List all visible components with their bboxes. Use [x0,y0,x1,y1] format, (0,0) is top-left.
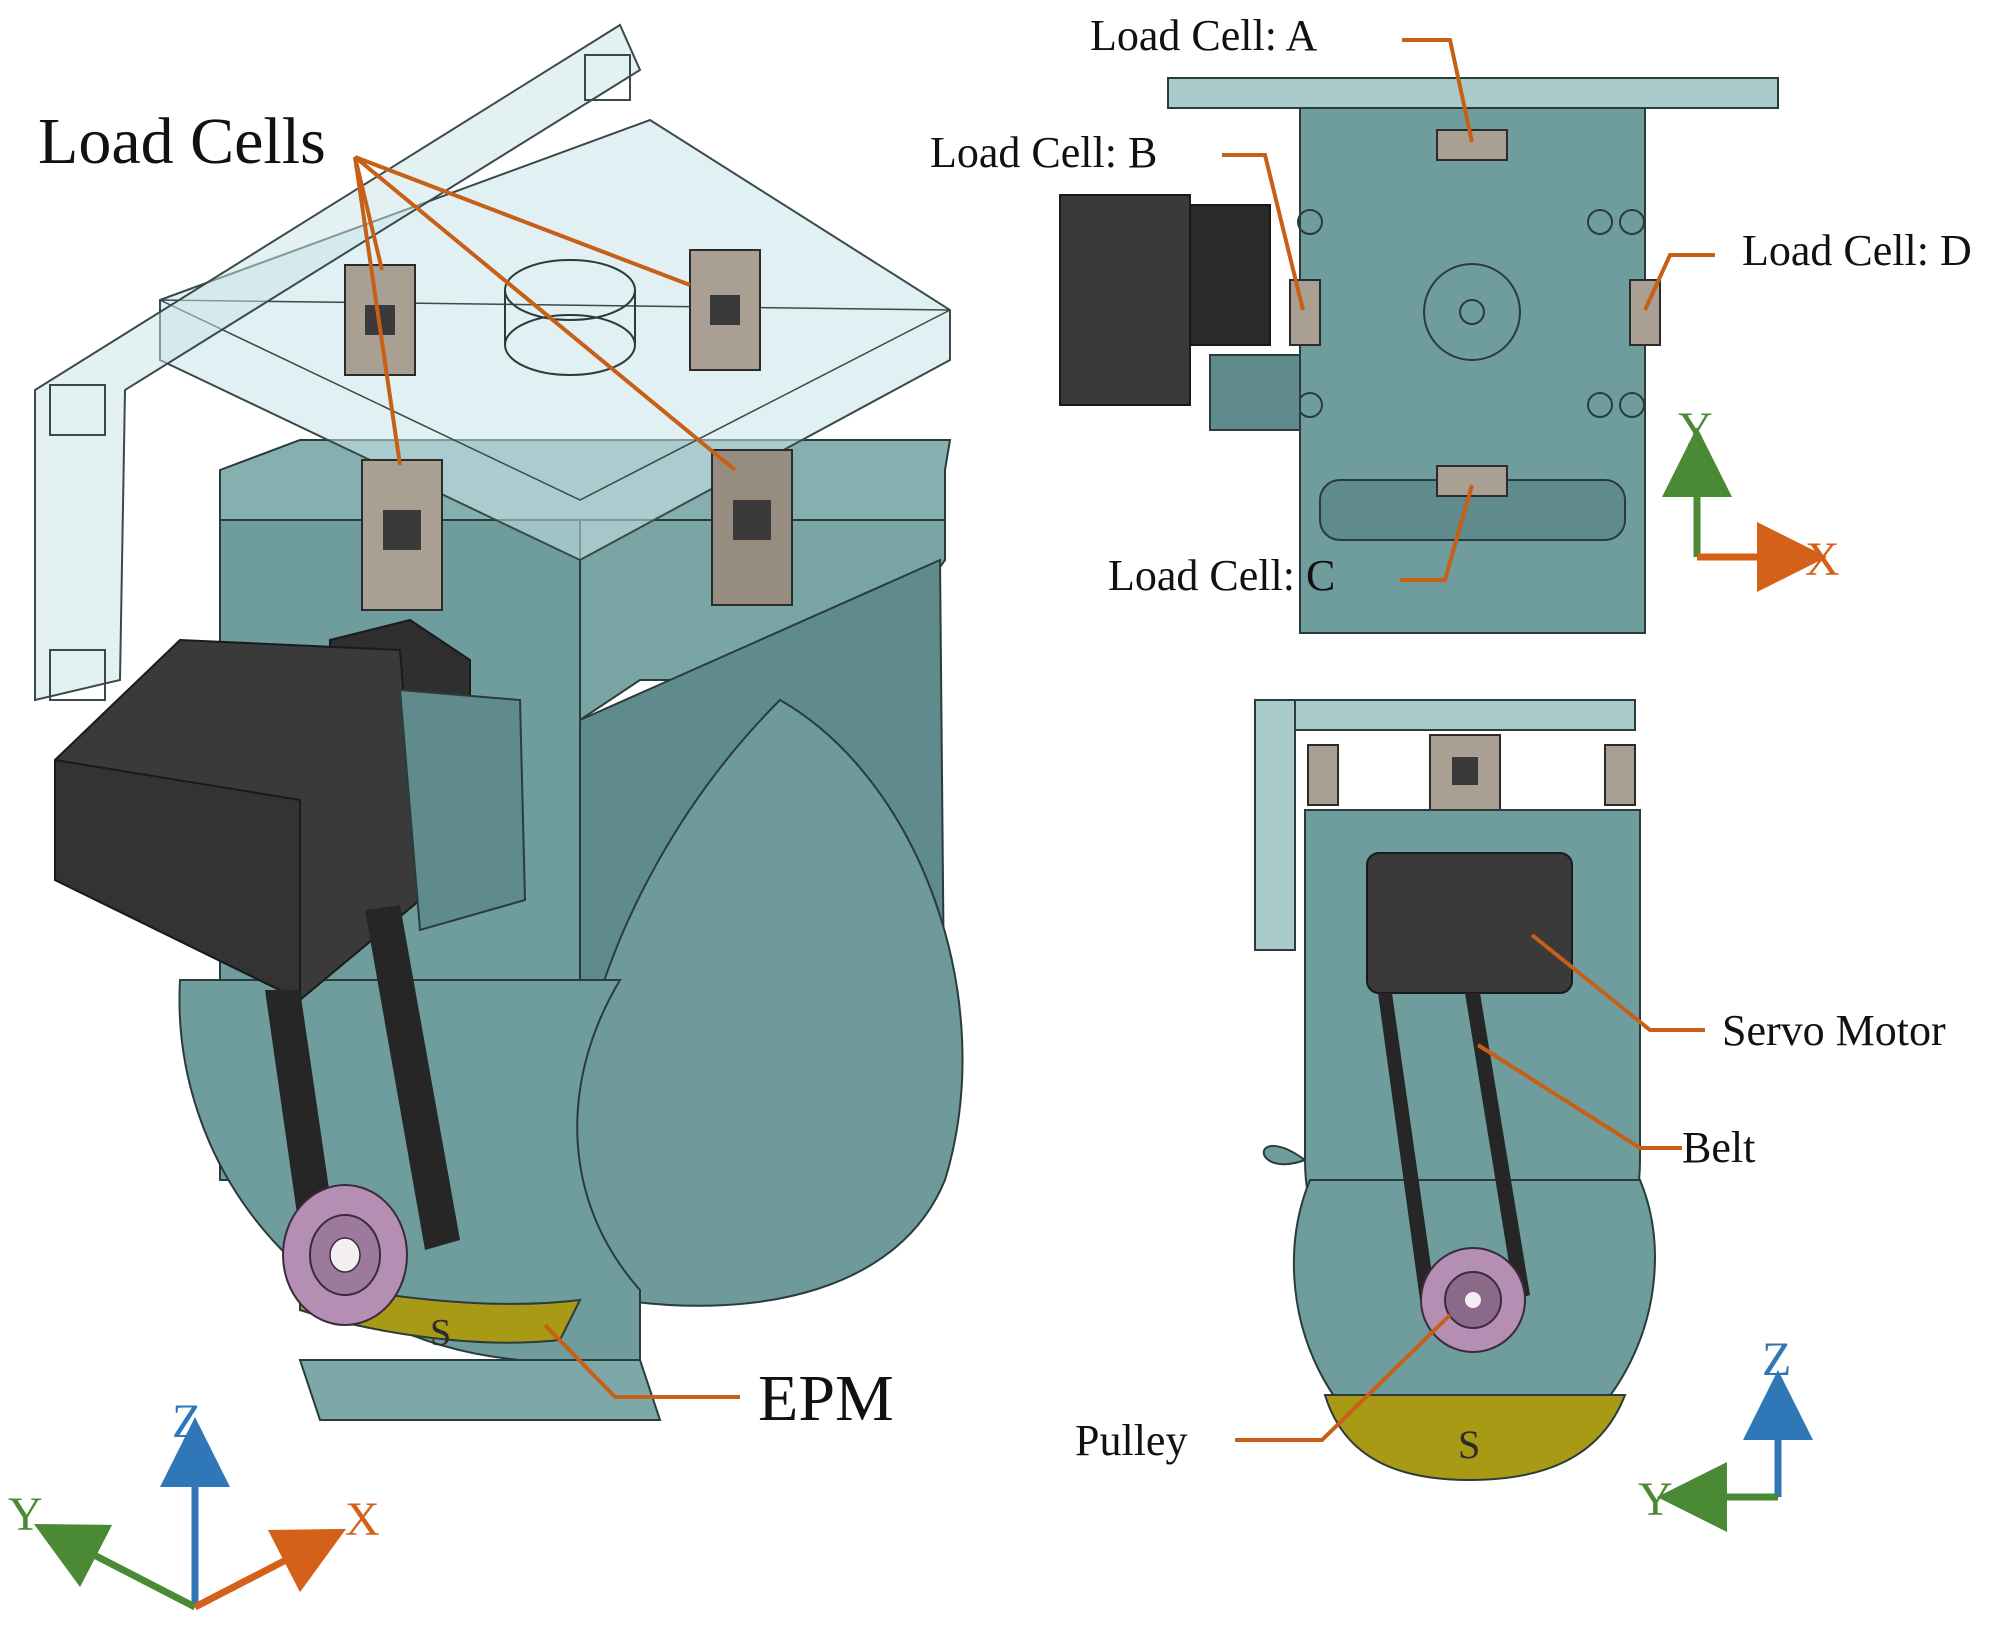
top-view-bracket [1167,77,1779,109]
side-view: S Servo Motor Belt Pulley Z Y [1075,699,1946,1532]
load-cell-c-leader [1400,484,1474,582]
servo-motor-leader [1530,933,1705,1032]
epm-label: EPM [758,1362,894,1435]
side-view-plate [1254,699,1636,731]
top-view-housing [1299,107,1646,634]
load-cell-a-leader [1402,38,1474,143]
iso-housing [178,439,964,1421]
top-view-motor [1059,194,1191,406]
pulley-leader [1235,1313,1452,1442]
iso-axis-x-label: X [345,1493,380,1546]
belt-label: Belt [1682,1123,1755,1172]
load-cells-label: Load Cells [38,105,326,178]
iso-belt [265,905,460,1250]
epm-leader [543,1323,740,1399]
side-view-belt-left [1378,993,1435,1300]
pulley-label: Pulley [1075,1416,1187,1465]
iso-axis-y [33,1523,197,1611]
iso-load-cell-4 [711,449,793,606]
load-cell-b-label: Load Cell: B [930,128,1157,177]
side-magnet-mark: S [1458,1422,1480,1467]
load-cell-c-label: Load Cell: C [1108,551,1335,600]
top-axis-x-label: X [1805,533,1840,586]
top-view: Load Cell: A Load Cell: B Load Cell: C L… [930,11,1972,634]
side-view-bracket [1254,699,1296,951]
load-cell-d-leader [1643,253,1715,311]
iso-magnet-mark: S [430,1312,451,1354]
iso-axes: Z Y X [8,1395,380,1611]
iso-load-cell-3 [361,459,443,611]
load-cell-a-label: Load Cell: A [1090,11,1318,60]
side-view-belt-right [1465,993,1530,1300]
servo-motor-label: Servo Motor [1722,1006,1946,1055]
top-axis-y-label: Y [1678,403,1713,456]
iso-servo-motor [54,618,527,1002]
side-view-axes: Z Y [1638,1333,1813,1532]
belt-leader [1476,1043,1682,1150]
load-cell-d-label: Load Cell: D [1742,226,1972,275]
side-view-epm-magnet [1323,1394,1627,1482]
iso-load-cell-2 [689,249,761,371]
top-view-axes: Y X [1662,403,1840,592]
side-axis-y-label: Y [1638,1473,1673,1526]
iso-pulley [282,1184,408,1326]
top-load-cell-b [1289,279,1321,346]
iso-axis-x [193,1528,347,1611]
iso-load-cells-leaders [353,155,737,472]
iso-axis-y-label: Y [8,1488,43,1541]
iso-axis-z-label: Z [172,1395,201,1448]
load-cell-b-leader [1222,153,1305,311]
side-view-servo-motor [1366,852,1573,994]
iso-side-bracket [34,23,642,702]
side-axis-z-label: Z [1762,1333,1791,1386]
isometric-view: S [8,23,964,1611]
